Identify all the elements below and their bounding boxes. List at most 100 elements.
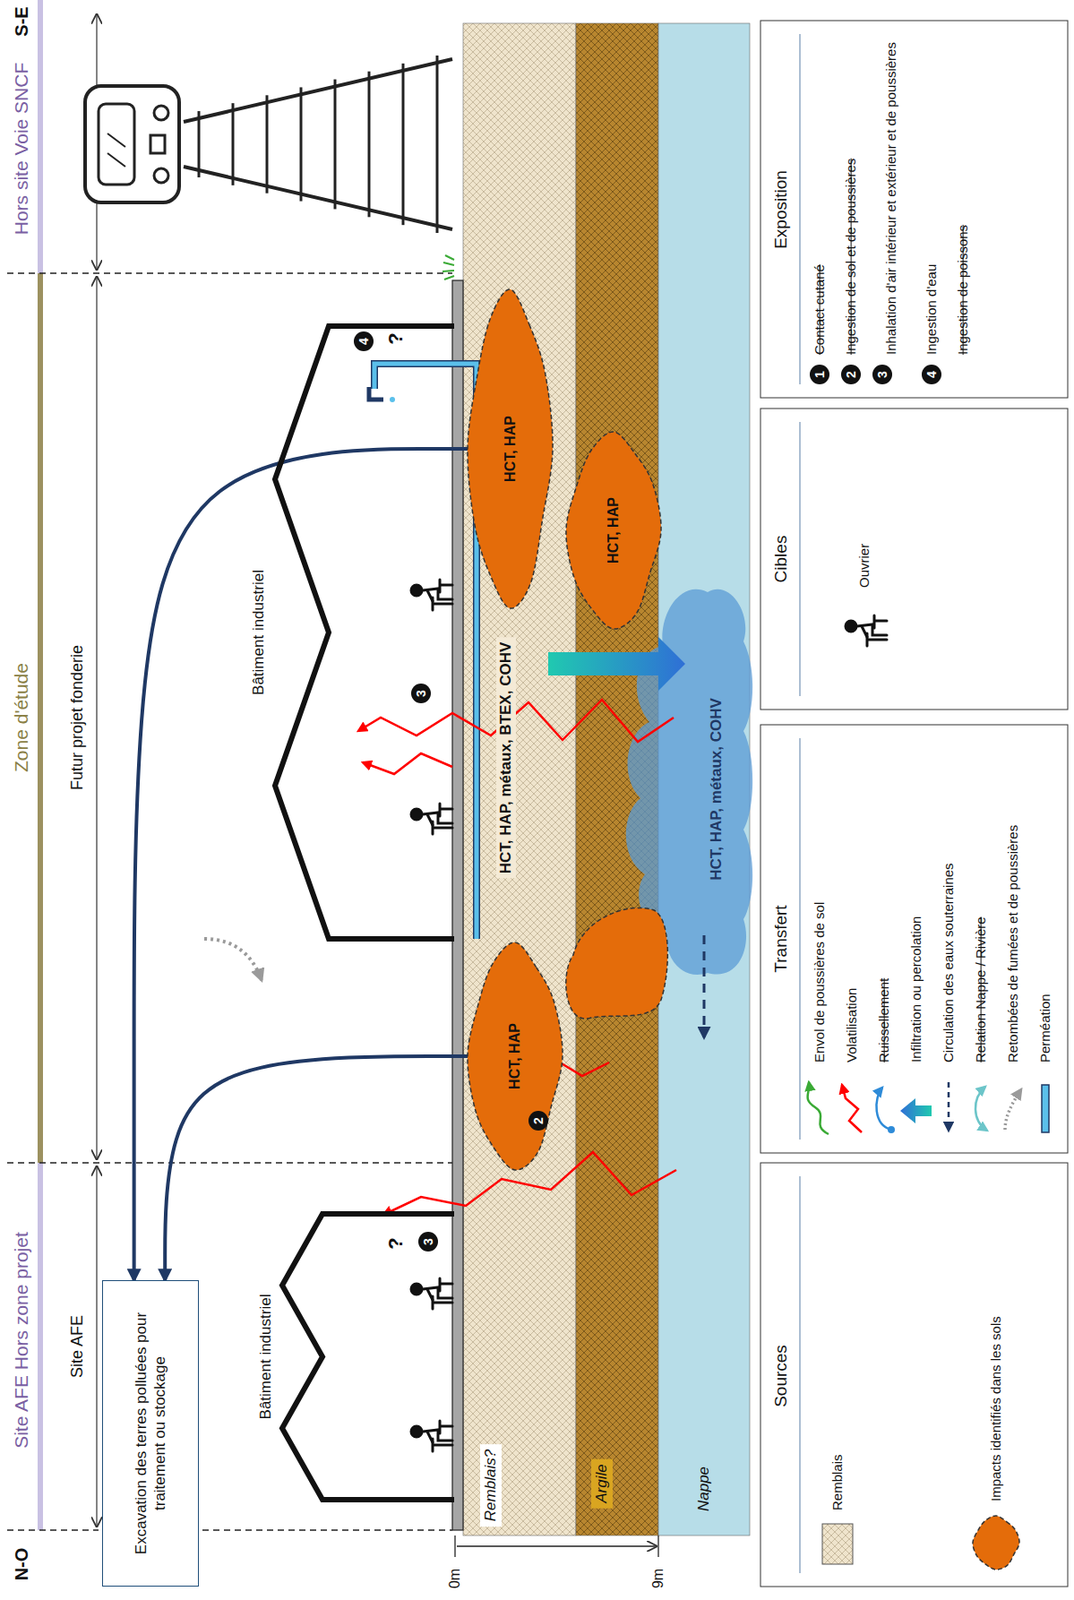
legend-sample bbox=[947, 1082, 951, 1131]
depth-label: 9m bbox=[650, 1568, 667, 1589]
worker-icon bbox=[411, 579, 453, 611]
worker-icon bbox=[411, 579, 453, 1452]
legend-sample bbox=[876, 1087, 892, 1130]
zone-bars bbox=[37, 0, 43, 1530]
building-outline bbox=[274, 326, 455, 939]
zone-bars bbox=[37, 0, 43, 274]
legend-sample bbox=[1005, 1089, 1022, 1130]
legend-panel bbox=[760, 1162, 1068, 1587]
building-outline bbox=[282, 1213, 455, 1500]
zone-bars bbox=[37, 1162, 43, 1530]
train-icon bbox=[154, 168, 169, 183]
legend-text: Ingestion de poissons bbox=[954, 224, 972, 355]
zone-bars bbox=[37, 273, 43, 1163]
impact-outline bbox=[467, 289, 553, 609]
legend-text: Relation Nappe / Rivière bbox=[972, 916, 990, 1063]
fill-swatch bbox=[822, 1523, 853, 1564]
zone-title: Hors site Voie SNCF bbox=[10, 62, 33, 236]
legend-title: Cibles bbox=[771, 535, 791, 584]
process-box: Excavation des terres polluées pour trai… bbox=[102, 1280, 199, 1587]
legend-sample bbox=[900, 1098, 932, 1124]
depth-scale bbox=[454, 1535, 456, 1557]
train-icon bbox=[150, 135, 165, 154]
callout-number: 3 bbox=[411, 683, 431, 704]
legend-title-rule bbox=[799, 1176, 801, 1573]
legend-text: Envol de poussières de sol bbox=[811, 902, 829, 1063]
worker-icon bbox=[411, 1278, 453, 1309]
train-icon bbox=[85, 55, 453, 233]
zone-boundary bbox=[7, 1529, 99, 1530]
train-icon bbox=[85, 85, 180, 203]
legend-text: Ruissellement bbox=[876, 978, 894, 1063]
worker-icon bbox=[411, 1420, 453, 1452]
legend-title-rule bbox=[799, 421, 801, 696]
train-icon bbox=[107, 133, 126, 167]
fallout-arrow bbox=[204, 938, 262, 980]
zone-boundary bbox=[7, 273, 453, 1530]
pollutant-label: HCT, HAP bbox=[605, 497, 622, 564]
legend-text: Perméation bbox=[1037, 993, 1055, 1063]
train-icon bbox=[334, 79, 337, 210]
zone-title: Zone d'étude bbox=[10, 662, 33, 773]
excavation-arrow bbox=[164, 1056, 468, 1281]
worker-icon bbox=[411, 803, 453, 834]
volatilization-arrow bbox=[358, 699, 674, 742]
area-label: Futur projet fonderie bbox=[68, 644, 87, 791]
soil-impact: HCT, HAP bbox=[562, 428, 665, 633]
ground-slab bbox=[452, 280, 464, 1530]
span-arrow bbox=[95, 14, 97, 1527]
pollutant-label: HCT, HAP bbox=[506, 1022, 524, 1090]
legend-title-rule bbox=[799, 738, 801, 1140]
volatilization-arrow bbox=[362, 753, 453, 774]
train-icon bbox=[300, 86, 303, 201]
train-icon bbox=[231, 103, 235, 186]
train-icon bbox=[98, 103, 135, 185]
legend-text: Remblais bbox=[829, 1453, 847, 1511]
water-pipe bbox=[389, 396, 396, 403]
building-label: Bâtiment industriel bbox=[257, 1213, 275, 1500]
zone-boundary bbox=[202, 1529, 453, 1530]
soil-impact: HCT, HAP bbox=[463, 938, 567, 1174]
soil-impact: HCT, HAP bbox=[463, 285, 557, 612]
legend-text: Ouvrier bbox=[856, 543, 874, 588]
legend-sample bbox=[975, 1086, 988, 1131]
water-pipe bbox=[369, 386, 384, 400]
callout-number: 1 bbox=[809, 364, 830, 385]
depth-scale bbox=[455, 1535, 659, 1557]
building-outline bbox=[282, 1213, 455, 1500]
legend-title: Exposition bbox=[771, 170, 791, 250]
depth-scale bbox=[657, 1535, 659, 1557]
legend-panel bbox=[760, 724, 1068, 1153]
span-arrow bbox=[95, 1166, 97, 1527]
legend-title-rule bbox=[799, 34, 801, 385]
question-mark: ? bbox=[384, 1237, 408, 1249]
pollutant-label: HCT, HAP, métaux, COHV bbox=[707, 697, 726, 881]
orientation: N-O bbox=[11, 1547, 33, 1581]
legend-text: Inhalation d'air intérieur et extérieur … bbox=[883, 41, 901, 355]
legend-text: Retombées de fumées et de poussières bbox=[1005, 824, 1023, 1063]
legend-title: Sources bbox=[771, 1344, 791, 1408]
train-icon bbox=[183, 59, 453, 230]
train-icon bbox=[402, 63, 405, 225]
callout-number: 3 bbox=[872, 364, 893, 385]
train-icon bbox=[436, 55, 439, 233]
legend-text: Contact cutané bbox=[811, 264, 829, 355]
callout-number: 4 bbox=[921, 364, 942, 385]
legend-panel bbox=[760, 20, 1068, 1587]
impact-outline bbox=[467, 942, 563, 1170]
legend-text: Volatilisation bbox=[843, 988, 861, 1063]
train-icon bbox=[266, 94, 269, 193]
worker-icon bbox=[845, 615, 887, 646]
callout-number: 2 bbox=[528, 1110, 549, 1131]
volatilization-arrow bbox=[358, 699, 677, 1215]
soil-impact bbox=[566, 907, 669, 1019]
area-label: Site AFE bbox=[68, 1314, 87, 1378]
groundwater-flow-arrow bbox=[703, 935, 706, 1038]
legend-sample bbox=[1041, 1084, 1049, 1133]
legend-sample bbox=[807, 1082, 829, 1135]
legend-title: Transfert bbox=[771, 904, 791, 972]
layer-label: Remblais? bbox=[480, 1443, 502, 1527]
industrial-building: Bâtiment industriel bbox=[274, 326, 455, 939]
span-arrow bbox=[95, 276, 97, 1160]
